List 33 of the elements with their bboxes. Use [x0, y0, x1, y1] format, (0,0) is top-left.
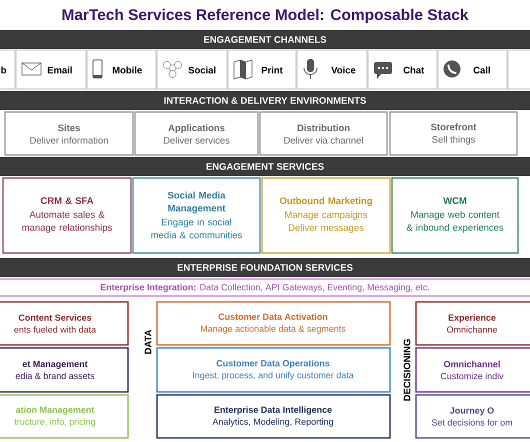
section-label: DECISIONING	[404, 339, 410, 401]
service-box: Outbound Marketing Manage campaigns Deliver messages	[261, 177, 391, 254]
section-band: ENGAGEMENT SERVICES	[0, 156, 530, 176]
environment-box: Storefront Sell things	[389, 111, 518, 156]
service-box: WCM Manage web content & inbound experiences	[391, 177, 519, 254]
integration-bar: Enterprise Integration: Data Collection, API Gateways, Eventing, Messaging, etc.	[0, 278, 530, 297]
service-box: Omnichannel Customize indiv	[415, 347, 530, 393]
service-box: Social Media Management Engage in social media & communities	[132, 177, 261, 254]
service-box: Enterprise Data Intelligence Analytics, Modeling, Reporting	[156, 394, 391, 439]
service-box: CRM & SFA Automate sales & manage relationships	[2, 177, 132, 254]
channel-cell: b	[0, 49, 16, 90]
service-box: ation Management tructure, info, pricing	[0, 394, 129, 439]
environment-box: Sites Deliver information	[4, 111, 134, 156]
section-label: DATA	[144, 330, 152, 354]
channel-cell	[507, 49, 530, 90]
section-band: ENTERPRISE FOUNDATION SERVICES	[0, 258, 530, 277]
service-box: Content Services ents fueled with data	[0, 301, 129, 346]
service-box: Customer Data Activation Manage actionable data & segments	[156, 301, 391, 346]
section-band: ENGAGEMENT CHANNELS	[0, 30, 530, 49]
environment-box: Distribution Deliver via channel	[259, 111, 388, 156]
section-band: INTERACTION & DELIVERY ENVIRONMENTS	[0, 90, 530, 110]
service-box: et Management edia & brand assets	[0, 347, 129, 393]
channel-cell: Mobile	[86, 49, 157, 90]
channel-cell: Voice	[296, 49, 368, 90]
service-box: Customer Data Operations Ingest, process, and unify customer data	[156, 347, 391, 393]
title: MarTech Services Reference Model: Composable Stack	[62, 8, 468, 24]
channel-cell: Social	[156, 49, 228, 90]
service-box: Journey O Set decisions for om	[415, 394, 530, 439]
channel-cell: Print	[227, 49, 297, 90]
environment-box: Applications Deliver services	[134, 111, 259, 156]
channel-cell: Chat	[367, 49, 438, 90]
channel-cell: Call	[437, 49, 508, 90]
service-box: Experience Omnichanne	[415, 301, 530, 346]
